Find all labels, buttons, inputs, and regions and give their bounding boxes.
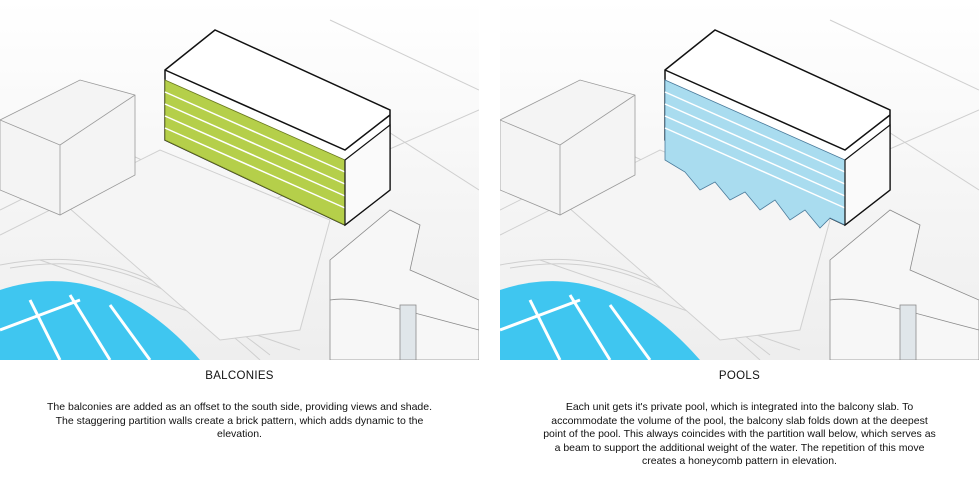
balcony-slabs	[164, 91, 346, 209]
plaza	[59, 149, 331, 341]
pools-diagram	[500, 0, 979, 360]
neighbor-building-left	[0, 79, 136, 216]
neighbor-building-right	[329, 209, 479, 360]
pools-panel: POOLS Each unit gets it's private pool, …	[500, 0, 979, 489]
panel-title: BALCONIES	[205, 370, 274, 382]
neighbor-building-left	[500, 79, 636, 216]
pool-dividers	[0, 294, 152, 360]
balconies-panel: BALCONIES The balconies are added as an …	[0, 0, 479, 489]
panel-description: Each unit gets it's private pool, which …	[543, 401, 936, 467]
neighbor-building-right	[829, 209, 979, 360]
main-building	[664, 29, 891, 229]
pool-dividers	[500, 294, 652, 360]
panel-title: POOLS	[718, 370, 761, 382]
main-building	[164, 29, 391, 227]
balconies-diagram	[0, 0, 479, 360]
pool-slabs	[664, 91, 846, 209]
panel-description: The balconies are added as an offset to …	[46, 401, 433, 440]
